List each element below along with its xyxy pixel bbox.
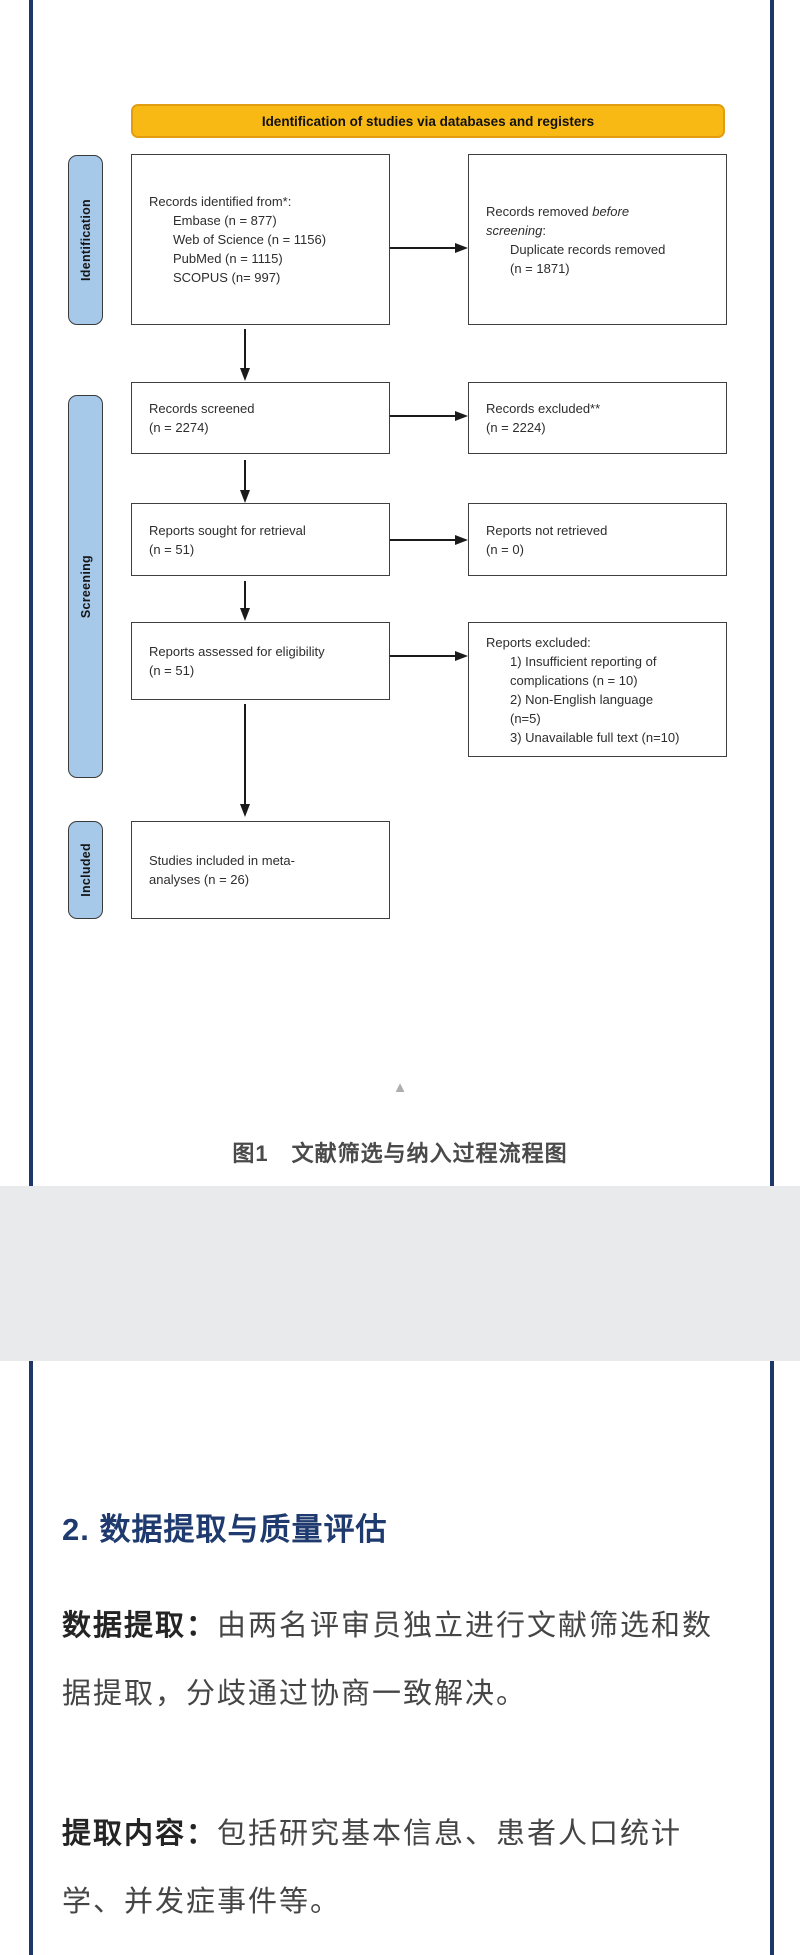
box-records-excluded: Records excluded** (n = 2224) bbox=[468, 382, 727, 454]
paragraph-line: 学、并发症事件等。 bbox=[62, 1886, 342, 1918]
box-line: 3) Unavailable full text (n=10) bbox=[510, 729, 680, 745]
box-line: (n = 51) bbox=[149, 541, 195, 557]
stage-screening-label: Screening bbox=[78, 554, 93, 619]
paragraph-line: 数据提取：由两名评审员独立进行文献筛选和数 bbox=[62, 1592, 754, 1660]
paragraph-data-extraction: 数据提取：由两名评审员独立进行文献筛选和数 据提取，分歧通过协商一致解决。 bbox=[62, 1592, 754, 1728]
paragraph-lead: 数据提取： bbox=[62, 1610, 218, 1642]
box-line-part: Records removed bbox=[486, 203, 593, 219]
box-line-italic: before bbox=[592, 203, 630, 219]
box-line: (n = 1871) bbox=[510, 260, 570, 276]
box-line: screening: bbox=[486, 221, 716, 240]
box-line: Studies included in meta- bbox=[149, 853, 295, 868]
paragraph-extraction-content: 提取内容：包括研究基本信息、患者人口统计 学、并发症事件等。 bbox=[62, 1800, 754, 1936]
box-reports-not-retrieved: Reports not retrieved (n = 0) bbox=[468, 503, 727, 576]
box-line: Records removed before bbox=[486, 202, 716, 221]
box-line: (n = 0) bbox=[486, 541, 524, 557]
box-line: Records identified from*: bbox=[149, 194, 292, 209]
box-reports-sought: Reports sought for retrieval (n = 51) bbox=[131, 503, 390, 576]
box-line: (n = 2274) bbox=[149, 420, 209, 435]
stage-identification: Identification bbox=[68, 155, 103, 325]
page-border-left-bottom bbox=[29, 1361, 33, 1955]
paragraph-text: 包括研究基本信息、患者人口统计 bbox=[217, 1818, 683, 1850]
section-separator-band bbox=[0, 1186, 800, 1361]
paragraph-text: 由两名评审员独立进行文献筛选和数 bbox=[217, 1610, 714, 1642]
box-line: analyses (n = 26) bbox=[149, 872, 250, 887]
box-line: (n = 2224) bbox=[486, 420, 546, 435]
box-line: Web of Science (n = 1156) bbox=[173, 232, 327, 247]
paragraph-line: 提取内容：包括研究基本信息、患者人口统计 bbox=[62, 1800, 754, 1868]
box-line: 2) Non-English language bbox=[510, 691, 654, 707]
box-records-removed: Records removed before screening: Duplic… bbox=[468, 154, 727, 325]
box-line: Records excluded** bbox=[486, 401, 601, 416]
section-heading: 2. 数据提取与质量评估 bbox=[62, 1512, 388, 1547]
page-border-left-top bbox=[29, 0, 33, 1186]
box-reports-excluded-reasons: Reports excluded: 1) Insufficient report… bbox=[468, 622, 727, 757]
stage-screening: Screening bbox=[68, 395, 103, 778]
box-line: SCOPUS (n= 997) bbox=[173, 270, 281, 285]
box-line-part: : bbox=[542, 222, 546, 238]
figure-caption: 图1 文献筛选与纳入过程流程图 bbox=[232, 1141, 568, 1166]
stage-included: Included bbox=[68, 821, 103, 919]
box-line: (n = 51) bbox=[149, 663, 195, 678]
box-line: Embase (n = 877) bbox=[173, 213, 277, 228]
paragraph-lead: 提取内容： bbox=[62, 1818, 218, 1850]
box-line-italic: screening bbox=[486, 222, 543, 238]
box-line: Reports excluded: bbox=[486, 634, 591, 650]
box-line: Reports assessed for eligibility bbox=[149, 644, 325, 659]
box-records-screened: Records screened (n = 2274) bbox=[131, 382, 390, 454]
page-border-right-top bbox=[770, 0, 774, 1186]
box-line: Reports sought for retrieval bbox=[149, 522, 306, 538]
box-line: (n=5) bbox=[510, 710, 541, 726]
stage-identification-label: Identification bbox=[78, 199, 93, 281]
paragraph-line: 据提取，分歧通过协商一致解决。 bbox=[62, 1678, 528, 1710]
box-line: Records screened bbox=[149, 401, 255, 416]
box-line: Duplicate records removed bbox=[510, 241, 666, 257]
stage-included-label: Included bbox=[78, 843, 93, 897]
box-line: 1) Insufficient reporting of bbox=[510, 653, 657, 669]
box-reports-assessed: Reports assessed for eligibility (n = 51… bbox=[131, 622, 390, 700]
prisma-banner: Identification of studies via databases … bbox=[131, 104, 725, 138]
collapse-triangle-icon[interactable]: ▲ bbox=[392, 1079, 408, 1096]
box-records-identified: Records identified from*: Embase (n = 87… bbox=[131, 154, 390, 325]
box-line: PubMed (n = 1115) bbox=[173, 251, 283, 266]
page-border-right-bottom bbox=[770, 1361, 774, 1955]
box-line: complications (n = 10) bbox=[510, 672, 638, 688]
box-line: Reports not retrieved bbox=[486, 522, 608, 538]
box-studies-included: Studies included in meta- analyses (n = … bbox=[131, 821, 390, 919]
